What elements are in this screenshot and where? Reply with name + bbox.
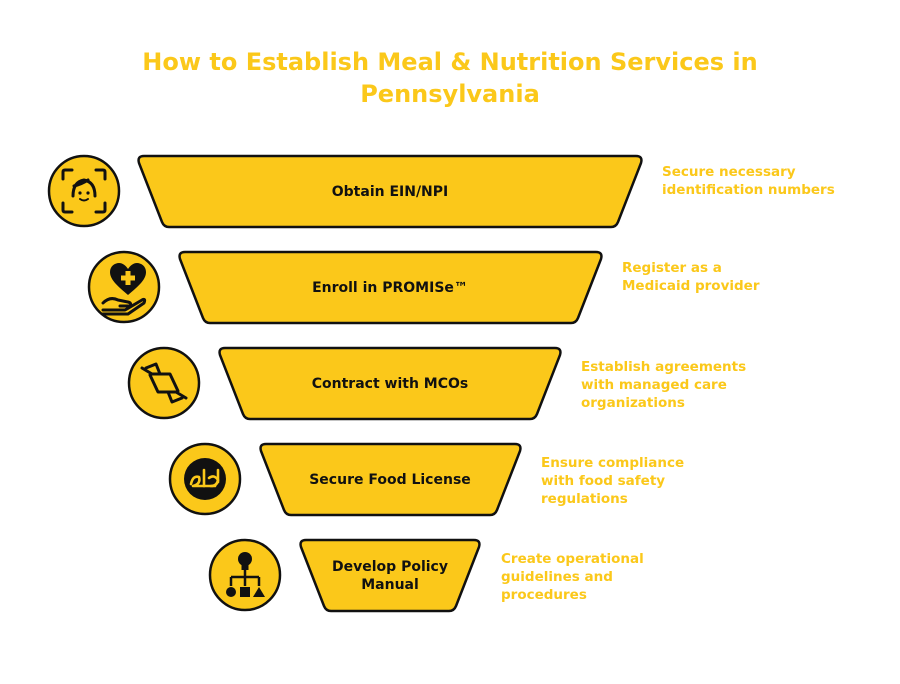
step-2-description: Register as a Medicaid provider (622, 259, 852, 295)
step-5-label-line-1: Develop Policy (332, 559, 448, 575)
halal-icon (168, 442, 242, 516)
diagram-title: How to Establish Meal & Nutrition Servic… (0, 46, 900, 110)
step-1-description-line-1: Secure necessary (662, 164, 796, 180)
step-2-label: Enroll in PROMISe™ (240, 279, 540, 297)
funnel-tier-4 (259, 442, 522, 517)
funnel-tier-1 (137, 154, 643, 229)
funnel-tier-3 (218, 346, 562, 421)
step-3-description-line-1: Establish agreements (581, 359, 747, 375)
step-4-description-line-1: Ensure compliance (541, 455, 685, 471)
step-1-label-line: Obtain EIN/NPI (331, 184, 449, 200)
step-5-description-line-2: guidelines and (501, 569, 613, 585)
step-2-label-line: Enroll in PROMISe™ (312, 280, 468, 296)
step-3-description: Establish agreements with managed care o… (581, 358, 811, 412)
step-3-description-line-2: with managed care (581, 377, 727, 393)
flowchart-icon (208, 538, 282, 612)
step-5-description-line-1: Create operational (501, 551, 644, 567)
step-5-label: Develop Policy Manual (290, 558, 490, 594)
step-5-description: Create operational guidelines and proced… (501, 550, 731, 604)
step-5-label-line-2: Manual (361, 577, 419, 593)
handshake-contract-icon (127, 346, 201, 420)
title-line-1: How to Establish Meal & Nutrition Servic… (142, 48, 758, 76)
step-2-description-line-2: Medicaid provider (622, 278, 760, 294)
funnel-tier-5 (299, 538, 481, 613)
step-1-label: Obtain EIN/NPI (240, 183, 540, 201)
step-3-label-line: Contract with MCOs (311, 376, 469, 392)
step-4-label-line: Secure Food License (309, 472, 471, 488)
step-4-description-line-2: with food safety (541, 473, 666, 489)
heart-hand-icon (87, 250, 161, 324)
step-4-label: Secure Food License (240, 471, 540, 489)
step-1-description: Secure necessary identification numbers (662, 163, 892, 199)
step-3-label: Contract with MCOs (240, 375, 540, 393)
step-3-description-line-3: organizations (581, 395, 685, 411)
step-4-description-line-3: regulations (541, 491, 628, 507)
step-5-description-line-3: procedures (501, 587, 587, 603)
step-4-description: Ensure compliance with food safety regul… (541, 454, 771, 508)
step-1-description-line-2: identification numbers (662, 182, 835, 198)
title-line-2: Pennsylvania (360, 80, 540, 108)
funnel-tier-2 (178, 250, 603, 325)
face-scan-icon (47, 154, 121, 228)
step-2-description-line-1: Register as a (622, 260, 722, 276)
